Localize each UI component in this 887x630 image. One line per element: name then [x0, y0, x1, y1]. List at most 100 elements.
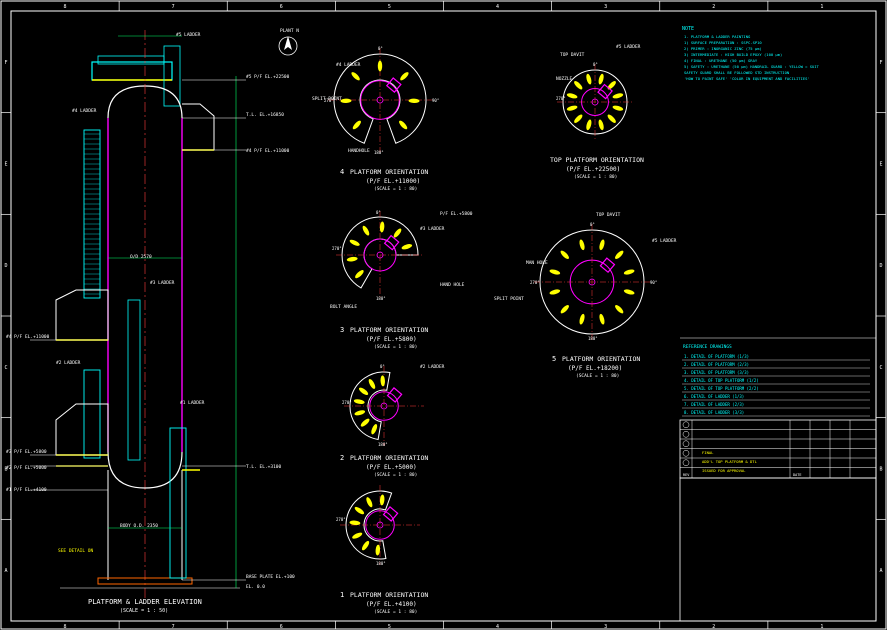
- angle-label: 270°: [324, 98, 334, 103]
- angle-label: 0°: [593, 62, 598, 67]
- label-sump: SEE DETAIL ON: [58, 548, 94, 554]
- note-line: 4) FINAL : URETHANE (50 μm) GRAY: [684, 58, 758, 63]
- grid-col-label: 8: [64, 624, 67, 630]
- label-top-ladder: #5 LADDER: [176, 32, 201, 38]
- angle-label: 0°: [380, 364, 385, 369]
- grid-row-label: F: [879, 60, 882, 66]
- reference-item: 8. DETAIL OF LADDER (3/3): [684, 410, 744, 415]
- inner-frame: [10, 10, 877, 622]
- top-scale: (SCALE = 1 : 80): [574, 174, 617, 180]
- angle-label: 270°: [342, 400, 352, 405]
- pf3-title: PLATFORM ORIENTATION: [350, 326, 428, 334]
- pf4-title: PLATFORM ORIENTATION: [350, 168, 428, 176]
- grid-row-label: E: [4, 162, 7, 168]
- reference-item: 5. DETAIL OF TOP PLATFORM (2/2): [684, 386, 759, 391]
- pf3-scale: (SCALE = 1 : 80): [374, 344, 417, 350]
- top-ladder-label: #5 LADDER: [616, 44, 641, 50]
- pf5-number: 5: [552, 355, 556, 363]
- right-ladder-cage: [169, 427, 187, 579]
- pf1-title: PLATFORM ORIENTATION: [350, 591, 428, 599]
- grid-row-label: C: [879, 365, 882, 371]
- angle-label: 0°: [378, 46, 383, 51]
- elevation-scale: (SCALE = 1 : 50): [120, 608, 168, 614]
- top-nozzle-label: NOZZLE: [556, 76, 573, 82]
- platform-ladder-elevation: #5 LADDER #5 P/F EL.+22500 T.L. EL.+1685…: [6, 30, 295, 614]
- angle-label: 180°: [588, 336, 598, 341]
- label-pf1: #1 P/F EL.+4100: [6, 487, 47, 493]
- pf3-hole-label: HAND HOLE: [440, 282, 465, 288]
- pf4-hole-label: HANDHOLE: [348, 148, 370, 154]
- pf1-scale: (SCALE = 1 : 80): [374, 609, 417, 615]
- reference-item: 1. DETAIL OF PLATFORM (1/3): [684, 354, 749, 359]
- note-line: 5) SAFETY : URETHANE (50 μm) HANDRAIL GU…: [684, 64, 820, 69]
- pf5-title-block: 5 PLATFORM ORIENTATION (P/F EL.+18200) (…: [552, 355, 640, 379]
- grid-row-label: A: [879, 568, 882, 574]
- pf5-title: PLATFORM ORIENTATION: [562, 355, 640, 363]
- rev-desc-2: FINAL: [702, 450, 714, 455]
- angle-label: 270°: [530, 280, 540, 285]
- pf2-ladder-label: #2 LADDER: [420, 364, 445, 370]
- label-pf5: #5 P/F EL.+22500: [246, 74, 290, 80]
- pf5-ladder-label: #5 LADDER: [652, 238, 677, 244]
- note-line: 3) INTERMEDIATE : HIGH BUILD EPOXY (100 …: [684, 52, 782, 57]
- angle-label: 270°: [336, 517, 346, 522]
- grid-row-label: A: [4, 568, 7, 574]
- pf3-elev: (P/F EL.+5800): [366, 336, 417, 343]
- label-pf4-right: #4 P/F EL.+11000: [246, 148, 290, 154]
- pf3-number: 3: [340, 326, 344, 334]
- pf1-plan: [340, 485, 420, 565]
- elevation-level-lines: [30, 79, 246, 581]
- top-plan: [557, 64, 633, 140]
- pf3-title-block: 3 PLATFORM ORIENTATION (P/F EL.+5800) (S…: [340, 326, 428, 350]
- grid-col-label: 6: [280, 624, 283, 630]
- top-hole-label: TOP DAVIT: [560, 52, 585, 58]
- top-elev: (P/F EL.+22500): [566, 166, 620, 173]
- label-base: BASE PLATE EL.+100: [246, 574, 295, 580]
- plan-annotations: #4 LADDER SPLIT POINT HANDHOLE #3 LADDER…: [312, 44, 677, 370]
- pf5-elev: (P/F EL.+18200): [568, 365, 622, 372]
- reference-item: 6. DETAIL OF LADDER (1/3): [684, 394, 744, 399]
- pf3-plan: [336, 211, 424, 299]
- grid-col-label: 8: [64, 4, 67, 10]
- label-pf4-left: #4 P/F EL.+11000: [6, 334, 50, 340]
- reference-heading: REFERENCE DRAWINGS: [683, 344, 732, 350]
- platform-orientation-plans: 0° 90° 180° 270° 0° 270° 180° 0° 270° 180° 270° 180…: [324, 46, 657, 566]
- top-title-block: TOP PLATFORM ORIENTATION (P/F EL.+22500)…: [550, 156, 644, 180]
- note-line: 2) PRIMER : INORGANIC ZINC (75 μm): [684, 46, 762, 51]
- angle-label: 270°: [556, 96, 566, 101]
- north-arrow: PLANT N: [278, 28, 299, 56]
- base-plate: [97, 577, 193, 585]
- reference-item: 7. DETAIL OF LADDER (2/3): [684, 402, 744, 407]
- rev-desc-4: ISSUED FOR APPROVAL: [702, 468, 746, 473]
- pf4-title-block: 4 PLATFORM ORIENTATION (P/F EL.+11000) (…: [340, 168, 428, 192]
- pf2-title: PLATFORM ORIENTATION: [350, 454, 428, 462]
- grid-col-label: 5: [388, 4, 391, 10]
- angle-label: 180°: [376, 296, 386, 301]
- label-pf2: #2 P/F EL.+5000: [6, 465, 47, 471]
- pf2-title-block: 2 PLATFORM ORIENTATION (P/F EL.+5000) (S…: [340, 454, 428, 478]
- label-pf3: #3 P/F EL.+5800: [6, 449, 47, 455]
- grid-col-label: 2: [712, 4, 715, 10]
- reference-drawings: REFERENCE DRAWINGS 1. DETAIL OF PLATFORM…: [680, 337, 876, 417]
- pf3-elev-label: P/F EL.+5800: [440, 211, 473, 217]
- pf5-scale: (SCALE = 1 : 80): [576, 373, 619, 379]
- angle-label: 180°: [374, 150, 384, 155]
- angle-label: 90°: [432, 98, 439, 103]
- top-title: TOP PLATFORM ORIENTATION: [550, 156, 644, 164]
- angle-label: 180°: [378, 442, 388, 447]
- pf5-hole-label: MAN HOLE: [526, 260, 548, 266]
- grid-row-label: D: [879, 263, 882, 269]
- pf2-scale: (SCALE = 1 : 80): [374, 472, 417, 478]
- grid-row-label: F: [4, 60, 7, 66]
- grid-col-label: 7: [172, 4, 175, 10]
- pf4-scale: (SCALE = 1 : 80): [374, 186, 417, 192]
- top-platform-rail: [91, 61, 173, 81]
- pf2-number: 2: [340, 454, 344, 462]
- pf4-ladder-label: #4 LADDER: [336, 62, 361, 68]
- revision-table: FINAL ADD'L TOP PLATFORM & DTL ISSUED FO…: [679, 419, 877, 479]
- angle-label: 90°: [650, 280, 657, 285]
